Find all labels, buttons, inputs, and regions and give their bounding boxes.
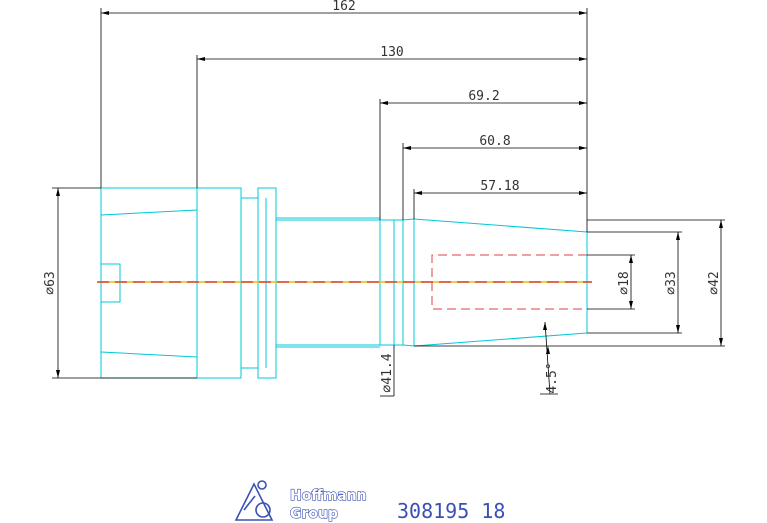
logo-brand-line2: Group (290, 506, 338, 522)
dim-130: 130 (380, 45, 403, 60)
dim-60-8: 60.8 (479, 134, 510, 149)
dim-dia-41-4: ⌀41.4 (380, 353, 395, 392)
dim-57-18: 57.18 (480, 179, 519, 194)
dim-dia-42: ⌀42 (707, 271, 722, 294)
dim-dia-33: ⌀33 (664, 271, 679, 294)
hoffmann-logo: Hoffmann Group (234, 480, 367, 523)
part-outline (100, 187, 588, 379)
dim-taper-angle: 4.5° (545, 362, 560, 393)
dim-dia-18: ⌀18 (617, 271, 632, 294)
logo-brand-line1: Hoffmann (290, 488, 367, 504)
dimension-arrows (56, 11, 723, 378)
logo-figure-icon (234, 480, 274, 521)
part-number: 308195 18 (397, 499, 505, 523)
dim-69-2: 69.2 (468, 89, 499, 104)
dim-dia-63: ⌀63 (43, 271, 58, 294)
dim-162: 162 (332, 0, 355, 14)
dimension-lines (52, 8, 725, 397)
